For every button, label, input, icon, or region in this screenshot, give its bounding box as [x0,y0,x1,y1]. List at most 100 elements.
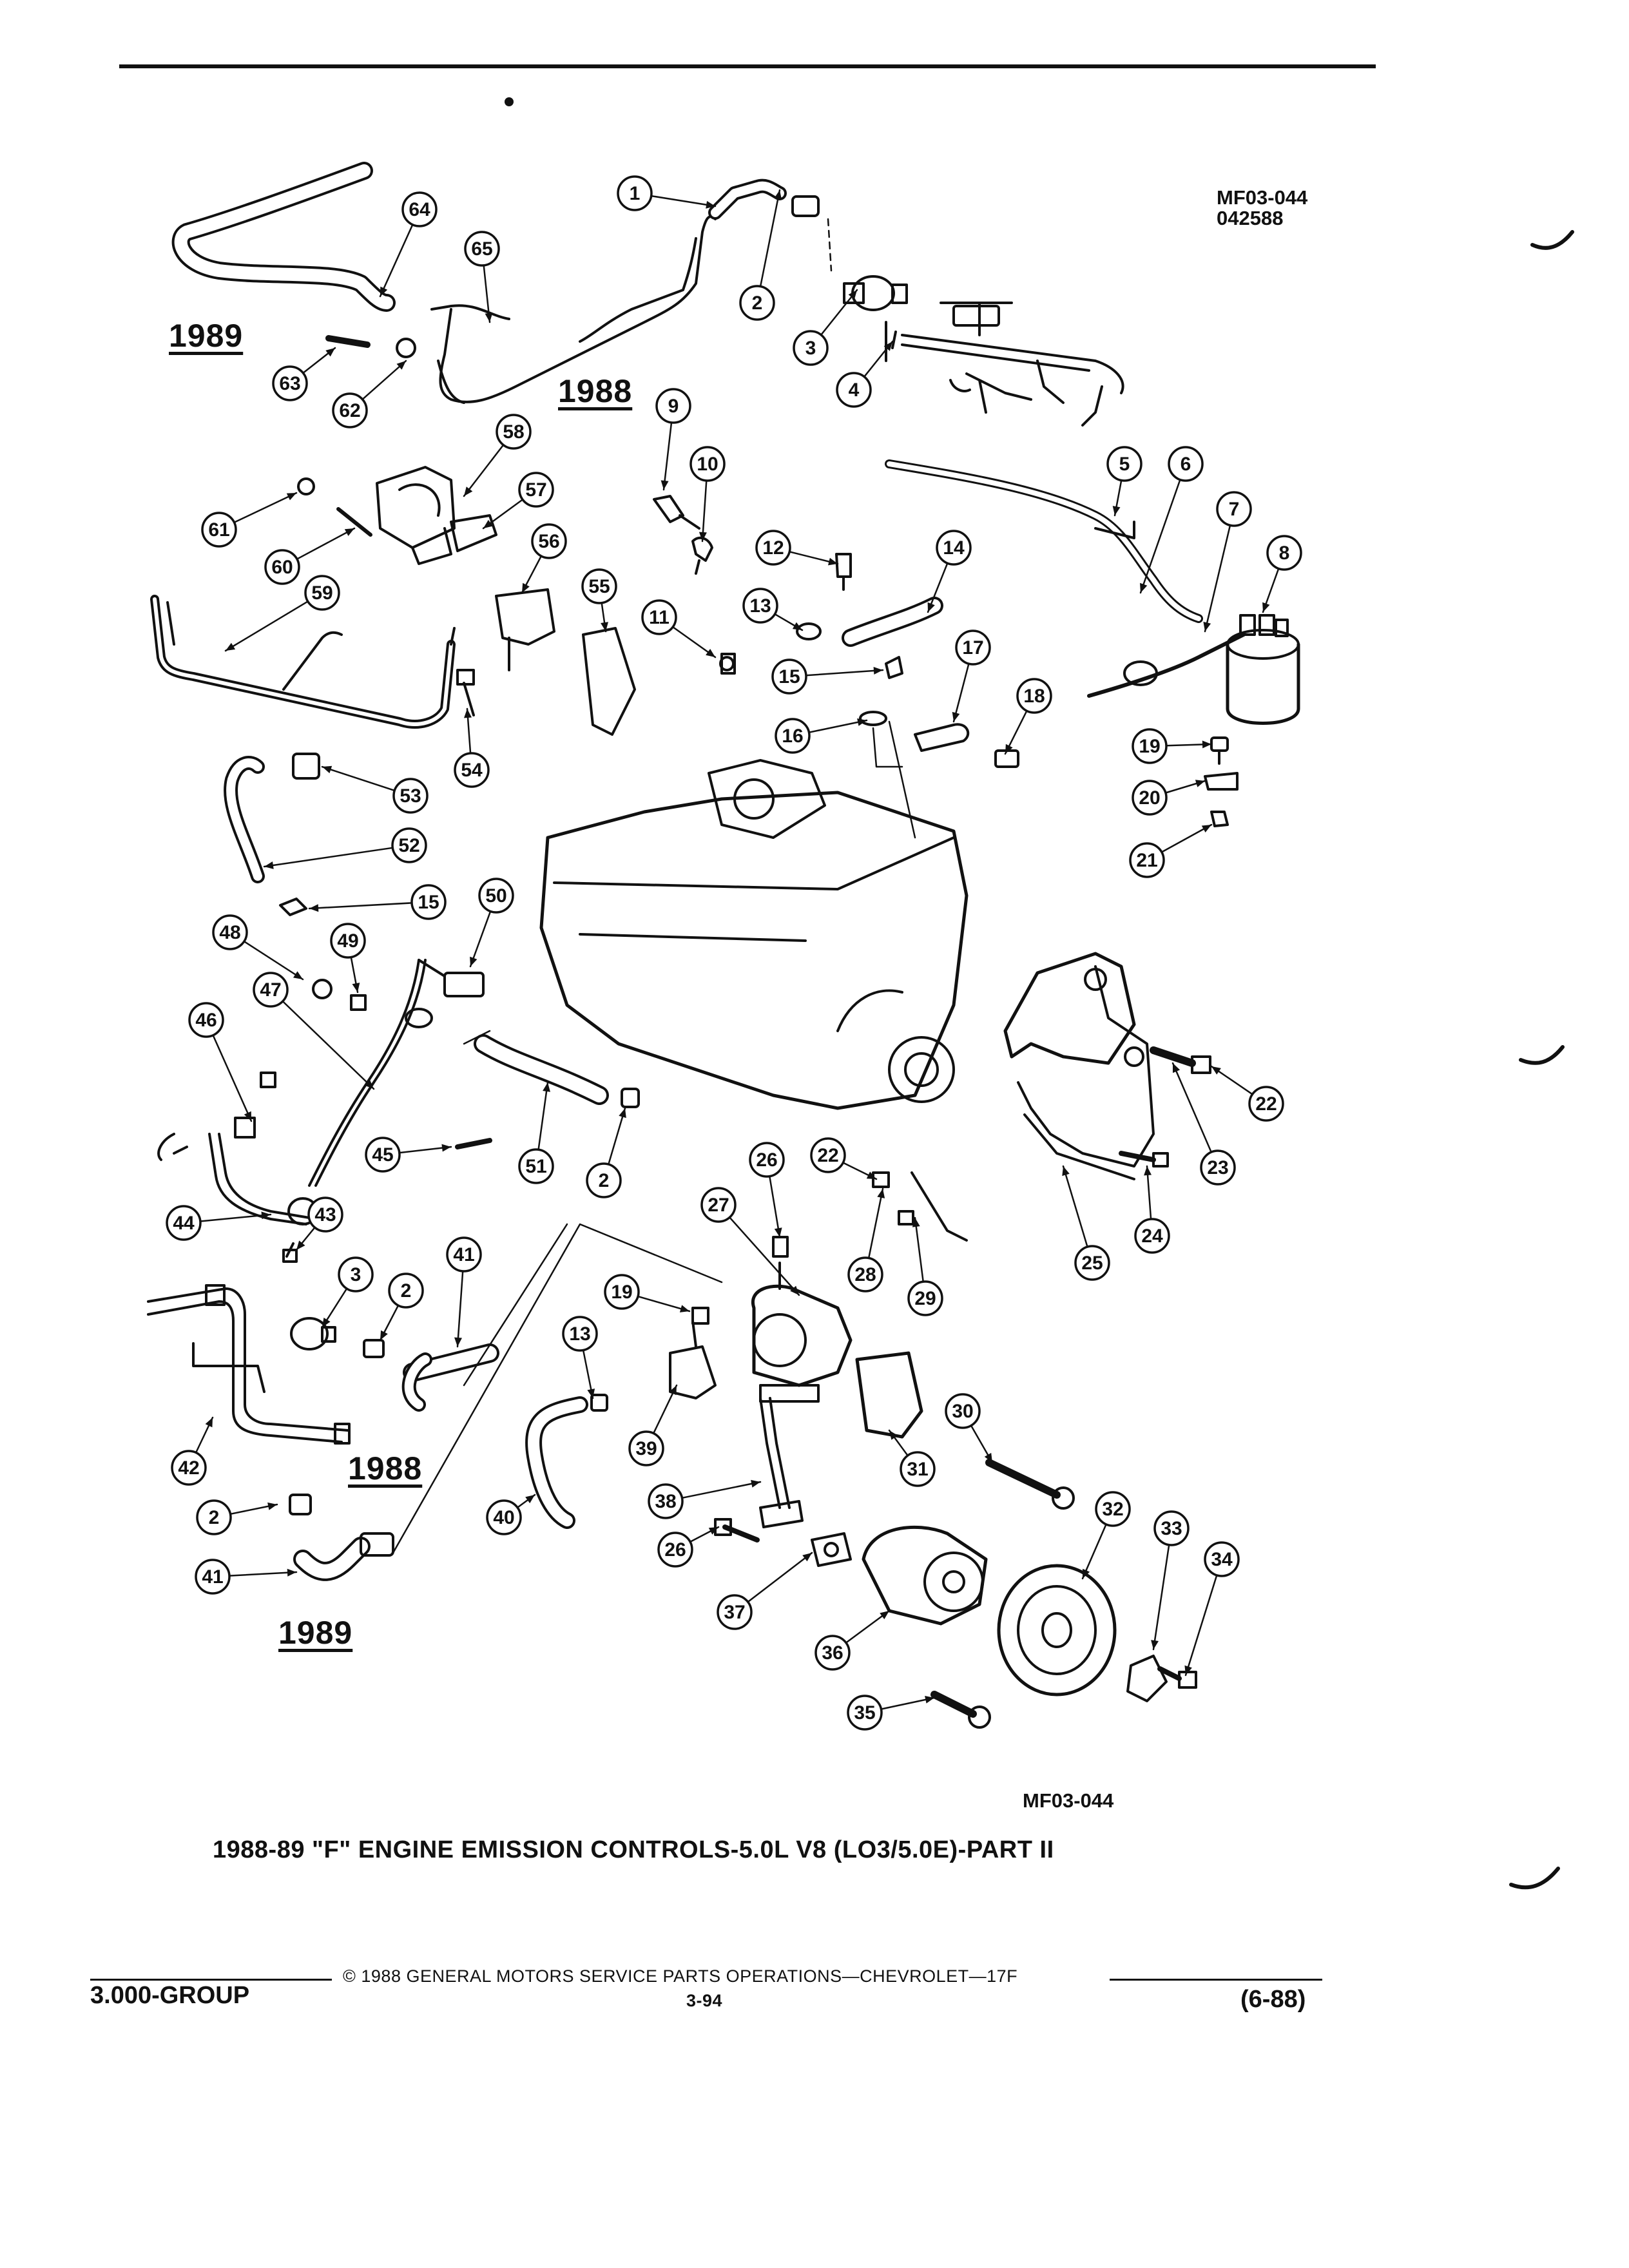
callout-leader-37 [747,1552,813,1603]
callout-circle [617,175,653,211]
callout-number: 15 [778,666,800,687]
callout-arrowhead-16 [857,718,867,726]
callout-circle [446,1236,482,1273]
callout-leader-9 [662,421,673,491]
callout-circle [531,523,567,559]
callout-number: 2 [401,1280,412,1302]
callout-number: 62 [339,400,360,421]
top-rule [119,64,1376,68]
callout-10: 10 [689,446,726,482]
callout-number: 19 [611,1282,632,1303]
callout-arrowhead-45 [441,1144,451,1152]
callout-circle [562,1316,598,1352]
callout-circle [166,1205,202,1241]
callout-circle [717,1594,753,1630]
callout-leader-51 [537,1081,549,1151]
callout-leader-28 [867,1187,884,1259]
callout-circle [264,549,300,585]
callout-62: 62 [332,392,368,428]
callout-arrowhead-36 [880,1611,889,1620]
callout-2: 2 [739,285,775,321]
callout-arrowhead-61 [286,493,296,501]
callout-arrowhead-26 [708,1527,718,1535]
callout-circle [700,1187,737,1223]
callout-leader-41 [228,1571,298,1577]
callout-arrowhead-65 [485,312,493,322]
callout-56: 56 [531,523,567,559]
callout-circle [581,568,617,604]
callout-23: 23 [1200,1149,1236,1186]
callout-61: 61 [201,512,237,548]
callout-arrowhead-11 [706,649,715,657]
callout-arrowhead-2 [380,1330,388,1340]
callout-arrowhead-1 [706,200,715,209]
callout-number: 8 [1279,543,1290,564]
footer-revision: (6-88) [1240,1986,1306,2013]
leader-line [872,727,903,768]
callout-25: 25 [1074,1245,1110,1281]
callout-circle [304,575,340,611]
callout-38: 38 [648,1483,684,1519]
callout-41: 41 [446,1236,482,1273]
callout-number: 45 [372,1144,393,1166]
callout-leader-35 [880,1696,936,1710]
callout-3: 3 [793,330,829,366]
callout-arrowhead-27 [790,1285,799,1295]
callout-arrowhead-25 [1062,1166,1070,1177]
callout-9: 9 [655,388,691,424]
assembly-leader-lines [392,720,916,1554]
callout-12: 12 [755,530,791,566]
clamp-2-lower [363,1339,385,1358]
callout-arrowhead-35 [925,1696,934,1704]
callout-number: 17 [962,637,983,658]
callout-49: 49 [330,923,366,959]
stud-60-61 [297,477,372,537]
callout-circle [815,1635,851,1671]
callout-number: 34 [1211,1549,1233,1570]
pipe-65 [430,215,717,404]
bolt-45 [455,1138,492,1149]
callout-65: 65 [464,231,500,267]
callout-arrowhead-43 [296,1240,305,1250]
plug-53 [292,753,320,780]
callout-arrowhead-26 [774,1227,782,1237]
callout-number: 41 [202,1566,223,1588]
callout-number: 9 [668,396,679,417]
callout-arrowhead-34 [1184,1665,1192,1675]
callout-number: 37 [724,1602,745,1623]
callout-36: 36 [815,1635,851,1671]
callout-arrowhead-57 [483,519,493,528]
callout-22: 22 [810,1137,846,1173]
callout-number: 13 [749,595,771,617]
callout-number: 64 [409,199,430,220]
hose-41-1989 [289,1494,394,1581]
callout-circle [518,1148,554,1184]
callout-17: 17 [955,629,991,666]
callout-64: 64 [401,191,438,227]
callout-number: 53 [400,785,421,807]
callout-59: 59 [304,575,340,611]
callout-leader-6 [1139,479,1181,594]
callout-circle [1132,780,1168,816]
hose-41-1988 [401,1343,499,1412]
callout-arrowhead-13 [587,1389,595,1398]
callout-circle [955,629,991,666]
callout-14: 14 [936,530,972,566]
callout-arrowhead-19 [1202,740,1211,749]
callout-number: 24 [1141,1225,1163,1247]
callout-26: 26 [657,1532,693,1568]
callout-44: 44 [166,1205,202,1241]
callout-arrowhead-41 [287,1568,296,1577]
callout-20: 20 [1132,780,1168,816]
callout-number: 16 [782,726,803,747]
callout-number: 52 [398,835,419,856]
callout-leader-61 [233,492,298,524]
callout-number: 2 [752,293,763,314]
air-pump-36 [862,1525,988,1626]
callout-leader-16 [808,719,868,733]
callout-arrowhead-18 [1005,744,1013,754]
callout-leader-41 [456,1270,464,1348]
callout-34: 34 [1204,1541,1240,1577]
callout-33: 33 [1153,1510,1190,1546]
footer-copyright: © 1988 GENERAL MOTORS SERVICE PARTS OPER… [343,1966,1018,1986]
